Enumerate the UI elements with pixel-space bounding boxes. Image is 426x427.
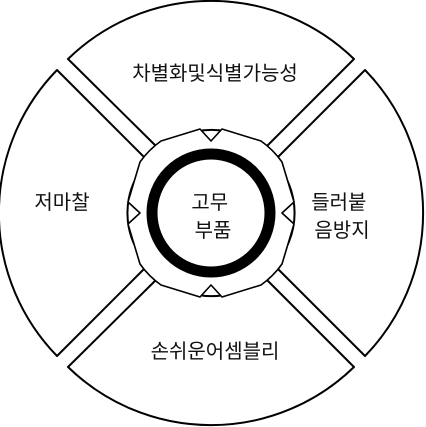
segment-bottom-label: 손쉬운어셈블리	[151, 339, 280, 363]
segment-bottom-label-line-1: 손쉬운어셈블리	[151, 339, 280, 363]
center-ring	[146, 148, 276, 278]
center-label-line-2: 부품	[195, 218, 232, 242]
segment-top-label-line-1: 차별화및식별가능성	[132, 61, 298, 85]
segment-left-label: 저마찰	[34, 190, 89, 214]
segment-top-label: 차별화및식별가능성	[132, 61, 298, 85]
center-label-line-1: 고무	[191, 190, 228, 214]
segment-right-label: 들러붙 음방지	[311, 190, 373, 242]
segment-left-label-line-1: 저마찰	[34, 190, 89, 214]
segment-right-label-line-2: 음방지	[314, 218, 369, 242]
segment-right-label-line-1: 들러붙	[311, 190, 366, 214]
center-label: 고무 부품	[191, 190, 234, 242]
